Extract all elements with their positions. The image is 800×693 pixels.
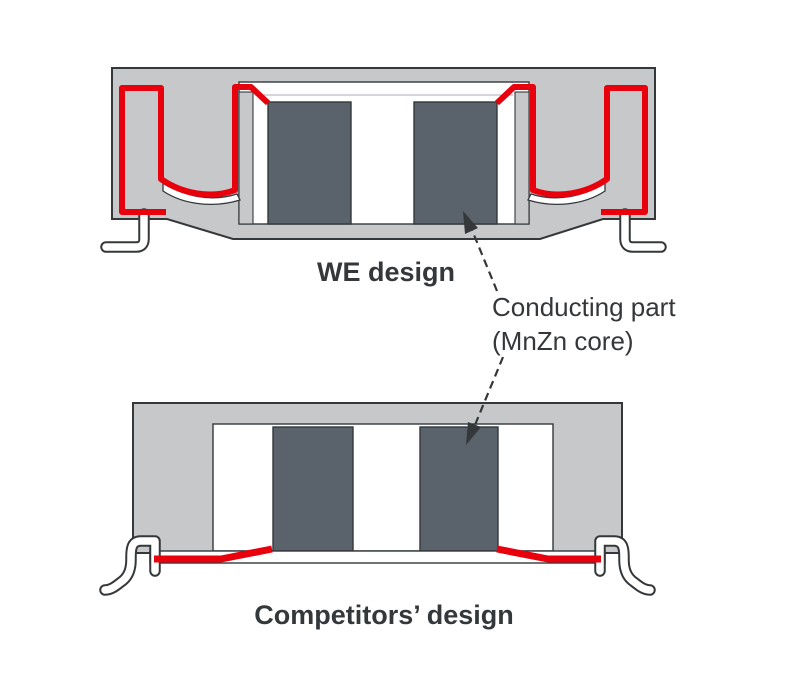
competitor-winding-window [212,423,554,552]
mnzn-core-top-right [413,101,498,225]
we-gap-sliver-right [527,180,606,205]
arrow-line-top [470,229,499,292]
mnzn-core-bottom-left [272,426,354,552]
we-window-pocket-left [238,91,254,225]
arrowhead-icon-top [463,211,478,234]
we-conducting-highlight-left [119,84,271,215]
annotation-arrow-top [463,211,499,292]
competitors-design-label: Competitors’ design [254,600,514,630]
mnzn-core-bottom-right [419,426,499,552]
we-terminal-lead-right [619,208,667,253]
competitor-terminal-lead-left [99,535,161,596]
arrowhead-icon-bottom [466,422,481,445]
competitor-terminal-lead-right [594,535,656,596]
we-design-label: WE design [317,257,455,287]
competitor-conducting-highlight-right [496,545,601,563]
competitor-conducting-highlight-left [154,545,273,563]
we-terminal-lead-left [100,208,150,253]
we-window-pocket-right [514,91,530,225]
we-design-component [100,67,667,253]
annotation-label-line1: Conducting part [492,292,676,322]
we-conducting-highlight-right [494,84,648,215]
mnzn-core-top-left [267,101,352,225]
we-gap-sliver-left [162,180,241,205]
annotation-label-line2: (MnZn core) [492,326,634,356]
annotation-arrow-bottom [466,356,505,445]
competitors-design-component [99,402,656,596]
